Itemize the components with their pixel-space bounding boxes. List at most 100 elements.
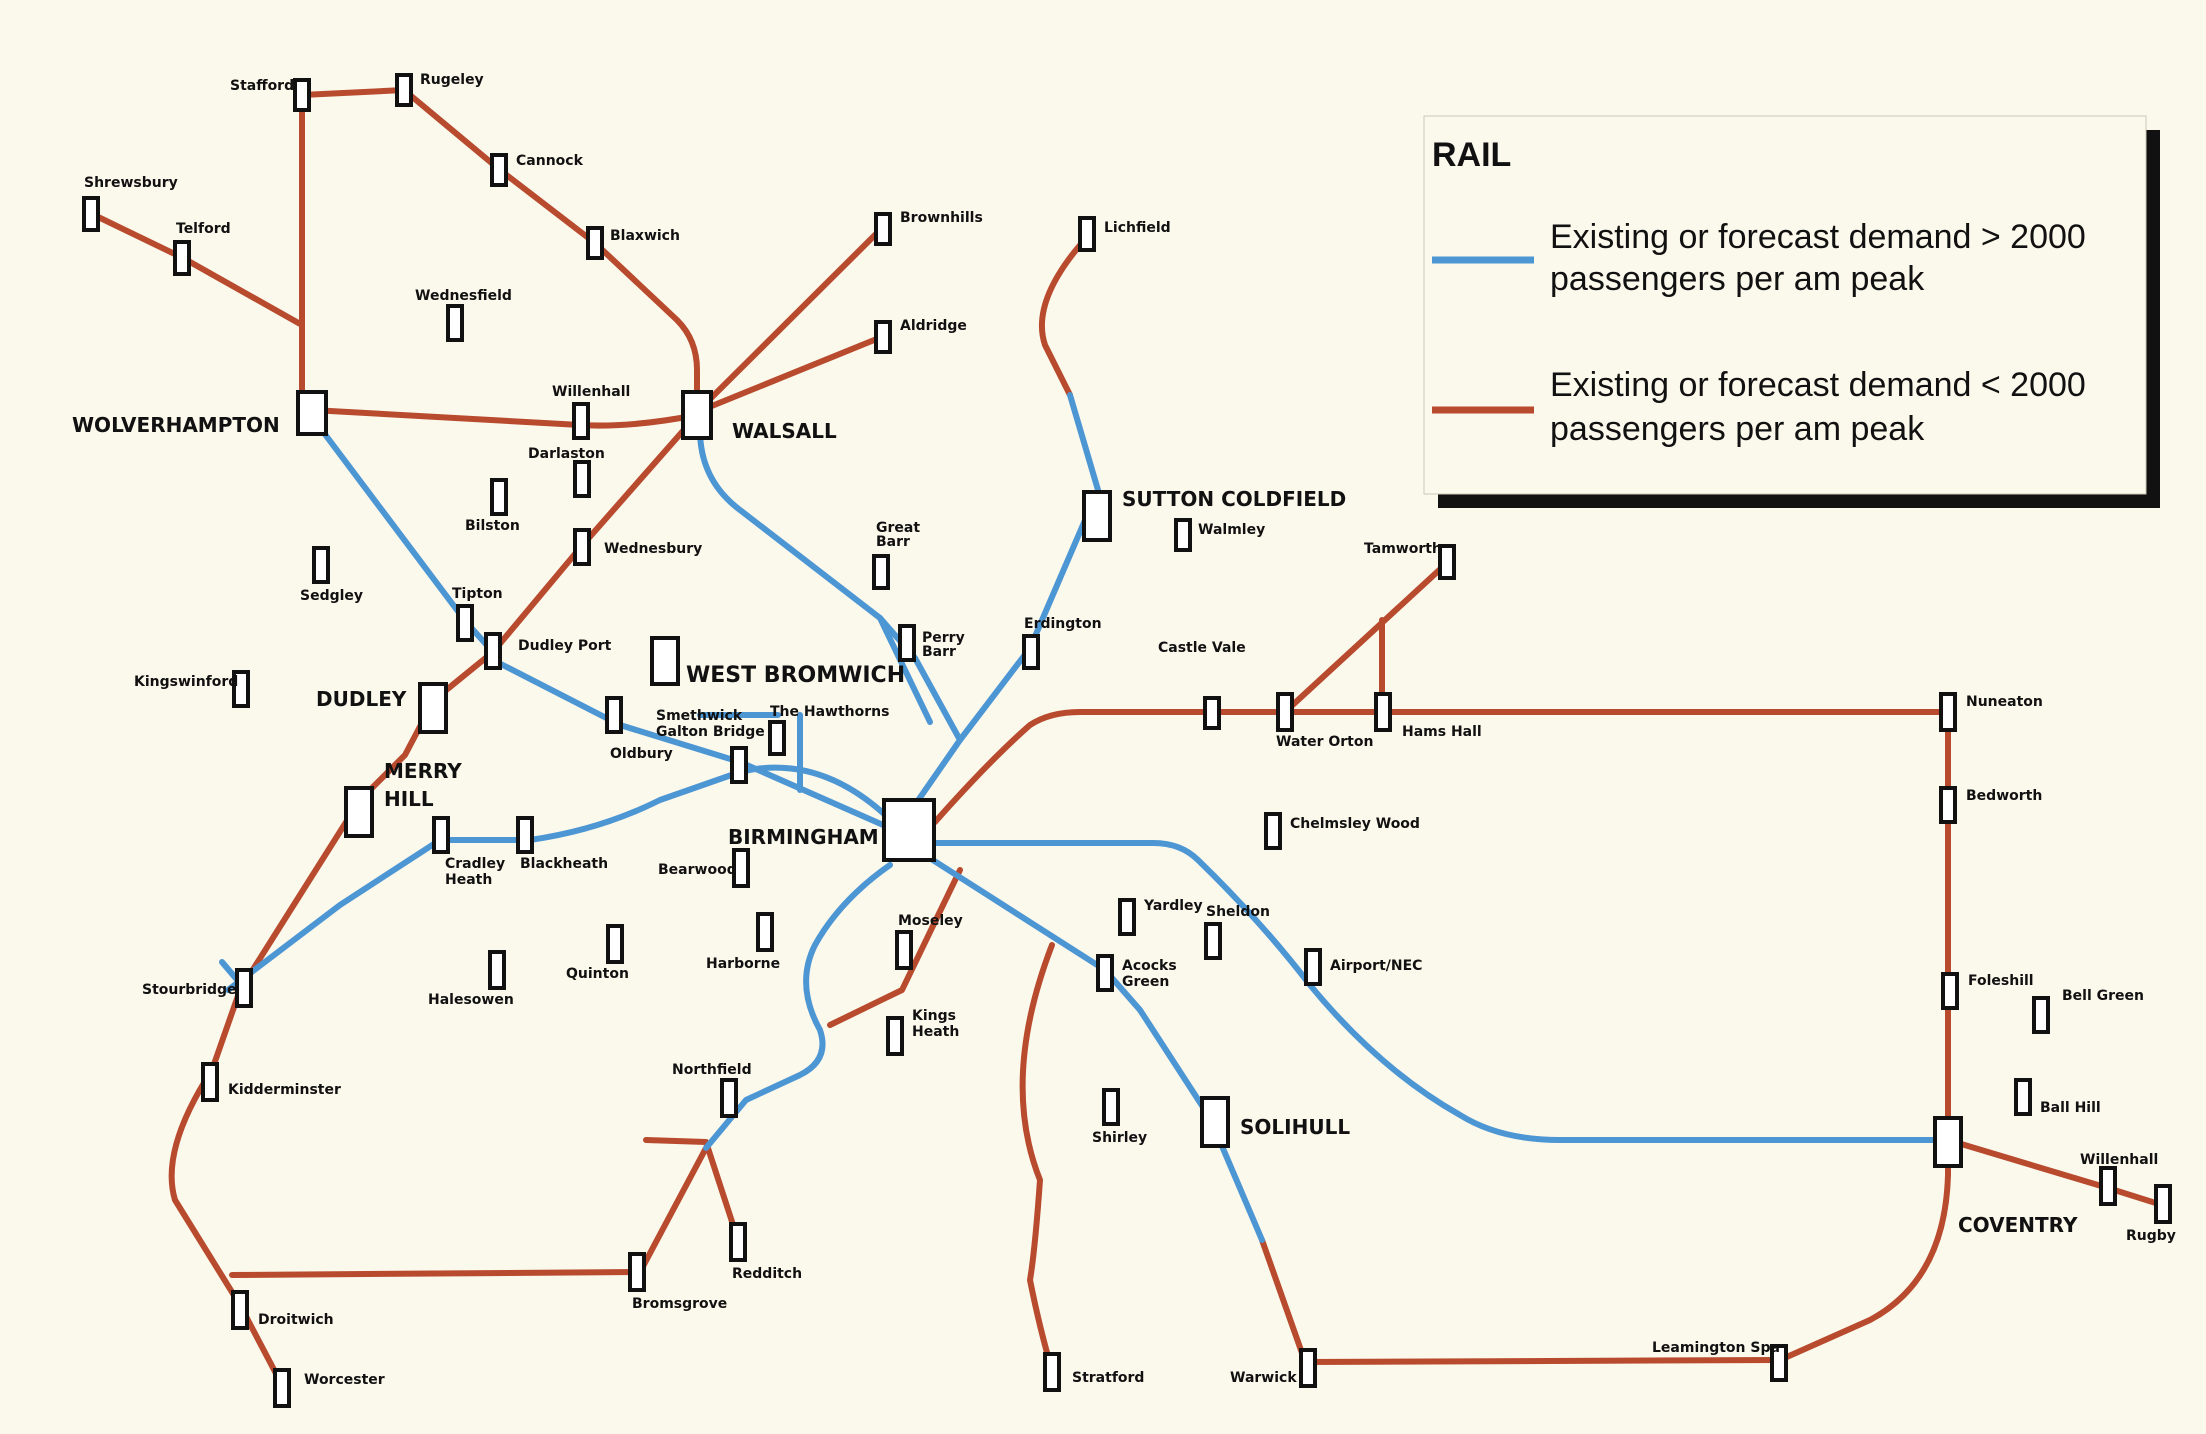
station-castle-vale [1203, 696, 1221, 730]
station-kidderminster [201, 1062, 219, 1102]
station-coventry [1933, 1116, 1963, 1168]
legend-box [1423, 115, 2147, 495]
label-coventry: COVENTRY [1958, 1213, 2078, 1237]
label-willenhall-coventry: Willenhall [2080, 1152, 2158, 1168]
line-northfield-redditch [643, 1137, 741, 1243]
label-west-bromwich: WEST BROMWICH [686, 663, 905, 688]
label-tipton: Tipton [452, 586, 503, 602]
line-birmingham-coventry [932, 839, 1951, 1143]
station-kingswinford [232, 670, 250, 708]
line-walsall-aldridge [694, 333, 887, 415]
legend-red-text-1: Existing or forecast demand < 2000 [1550, 366, 2086, 404]
label-shrewsbury: Shrewsbury [84, 175, 178, 191]
label-water-orton: Water Orton [1276, 734, 1373, 750]
station-stourbridge [235, 968, 253, 1008]
label-wednesfield: Wednesfield [415, 288, 512, 304]
station-wednesbury [573, 528, 591, 566]
line-bromsgrove-northfield [637, 1145, 709, 1275]
station-foleshill [1941, 972, 1959, 1010]
label-quinton: Quinton [566, 966, 629, 982]
label-aldridge: Aldridge [900, 318, 967, 334]
station-dudley [418, 682, 448, 734]
legend-blue-text-1: Existing or forecast demand > 2000 [1550, 218, 2086, 256]
station-blaxwich [586, 226, 604, 260]
label-cradley-heath-1: Cradley [445, 856, 505, 872]
label-bedworth: Bedworth [1966, 788, 2042, 804]
legend: RAIL Existing or forecast demand > 2000 … [1423, 115, 2160, 508]
station-cannock [490, 153, 508, 187]
label-halesowen: Halesowen [428, 992, 514, 1008]
label-kingswinford: Kingswinford [134, 674, 238, 690]
line-warwick-leamington [1305, 1357, 1783, 1365]
label-lichfield: Lichfield [1104, 220, 1171, 236]
line-birmingham-solihull [922, 852, 1265, 1243]
label-kidderminster: Kidderminster [228, 1082, 341, 1098]
label-sedgley: Sedgley [300, 588, 363, 604]
label-cradley-heath-2: Heath [445, 872, 492, 888]
station-droitwich [231, 1290, 249, 1330]
label-perry-barr-1: Perry [922, 630, 965, 646]
label-kings-heath-1: Kings [912, 1008, 956, 1024]
label-harborne: Harborne [706, 956, 780, 972]
station-dudley-port [484, 632, 502, 670]
station-erdington [1022, 634, 1040, 670]
label-rugby: Rugby [2126, 1228, 2176, 1244]
station-kings-heath [886, 1016, 904, 1056]
station-yardley [1118, 898, 1136, 936]
line-wolverhampton-tipton [315, 422, 469, 625]
stations [82, 73, 2172, 1408]
station-solihull [1200, 1096, 1230, 1148]
station-merry-hill [344, 786, 374, 838]
label-wednesbury: Wednesbury [604, 541, 702, 557]
station-warwick [1299, 1348, 1317, 1388]
label-great-barr-2: Barr [876, 534, 910, 550]
station-telford [173, 240, 191, 276]
label-darlaston: Darlaston [528, 446, 605, 462]
station-airport-nec [1304, 948, 1322, 986]
station-rugeley [395, 73, 413, 107]
label-merry-hill-1: MERRY [384, 759, 462, 783]
station-water-orton [1276, 692, 1294, 732]
label-dudley: DUDLEY [316, 687, 407, 711]
station-quinton [606, 924, 624, 964]
label-merry-hill-2: HILL [384, 787, 434, 811]
station-cradley-heath [432, 816, 450, 854]
station-nuneaton [1939, 692, 1957, 732]
station-willenhall [572, 402, 590, 440]
label-stratford: Stratford [1072, 1370, 1144, 1386]
line-dudley-port-stourbridge [237, 649, 496, 993]
label-bilston: Bilston [465, 518, 520, 534]
label-acocks-green-1: Acocks [1122, 958, 1177, 974]
label-stourbridge: Stourbridge [142, 982, 237, 998]
station-walmley [1174, 518, 1192, 552]
station-ball-hill [2014, 1078, 2032, 1116]
label-shirley: Shirley [1092, 1130, 1147, 1146]
line-walsall-birmingham [697, 427, 963, 743]
legend-blue-text-2: passengers per am peak [1550, 260, 1925, 298]
station-bearwood [732, 848, 750, 888]
station-tamworth [1438, 544, 1456, 580]
station-sutton-coldfield [1082, 490, 1112, 542]
line-droitwich-bromsgrove [229, 1269, 643, 1278]
station-sheldon [1204, 922, 1222, 960]
station-brownhills [874, 212, 892, 246]
station-leamington-spa [1770, 1344, 1788, 1382]
line-walsall-brownhills [694, 225, 885, 415]
station-halesowen [488, 950, 506, 990]
station-stafford [293, 78, 311, 112]
label-perry-barr-2: Barr [922, 644, 956, 660]
station-aldridge [874, 320, 892, 354]
label-chelmsley-wood: Chelmsley Wood [1290, 816, 1420, 832]
label-kings-heath-2: Heath [912, 1024, 959, 1040]
label-brownhills: Brownhills [900, 210, 983, 226]
label-willenhall: Willenhall [552, 384, 630, 400]
west-bromwich-label-group: WEST BROMWICH [686, 663, 905, 688]
label-the-hawthorns: The Hawthorns [770, 704, 889, 720]
label-hams-hall: Hams Hall [1402, 724, 1482, 740]
label-northfield: Northfield [672, 1062, 752, 1078]
label-cannock: Cannock [516, 153, 584, 169]
label-yardley: Yardley [1143, 898, 1203, 914]
label-nuneaton: Nuneaton [1966, 694, 2043, 710]
label-airport-nec: Airport/NEC [1330, 958, 1422, 974]
